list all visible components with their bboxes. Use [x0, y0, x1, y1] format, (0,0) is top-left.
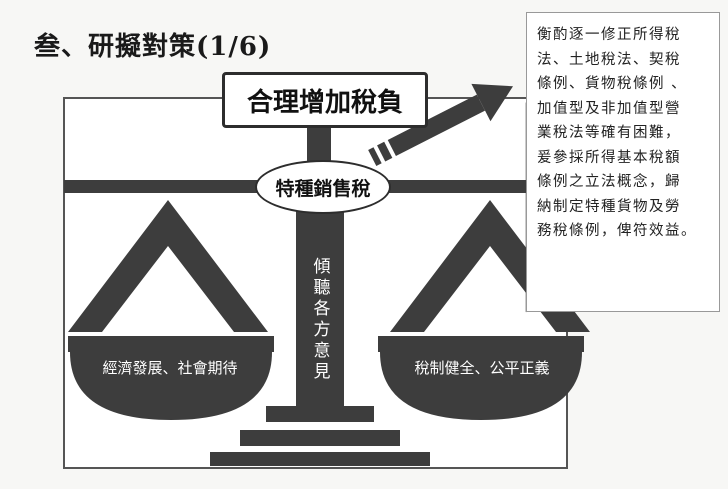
note-line: 業稅法等確有困難， [537, 125, 681, 141]
left-pan-label: 經濟發展、社會期待 [102, 358, 238, 377]
note-line: 法、土地稅法、契稅 [537, 51, 681, 68]
note-line: 衡酌逐一修正所得稅 [537, 27, 681, 43]
left-triangle [68, 200, 268, 332]
left-pan-bar [68, 336, 274, 352]
pillar-label: 傾聽各方意見 [309, 257, 330, 383]
base-step-2 [240, 430, 400, 446]
center-oval: 特種銷售稅 [255, 160, 391, 214]
note-line: 條例、貨物稅條例 、 [537, 76, 688, 92]
center-label-text: 特種銷售稅 [275, 177, 371, 200]
side-note: 衡酌逐一修正所得稅 法、土地稅法、契稅 條例、貨物稅條例 、 加值型及非加值型營… [526, 12, 720, 312]
base-step-1 [266, 406, 374, 422]
left-pan-bowl [70, 352, 272, 420]
main-label-text: 合理增加稅負 [246, 87, 403, 118]
scale-top-stem [307, 122, 331, 162]
note-line: 務稅條例，俾符效益。 [537, 223, 697, 239]
main-label-box: 合理增加稅負 [222, 72, 428, 128]
scale-pillar [296, 208, 344, 408]
page-title: 叁、研擬對策(1/6) [34, 32, 272, 62]
arrow-icon [368, 83, 514, 167]
note-line: 爰參採所得基本稅額 [537, 149, 681, 166]
note-line: 條例之立法概念，歸 [537, 174, 681, 190]
base-step-3 [210, 452, 430, 466]
note-line: 納制定特種貨物及勞 [537, 198, 681, 215]
note-line: 加值型及非加值型營 [537, 100, 681, 117]
right-pan-label: 稅制健全、公平正義 [414, 358, 550, 377]
right-pan-bar [378, 336, 584, 352]
right-pan-bowl [380, 352, 582, 420]
